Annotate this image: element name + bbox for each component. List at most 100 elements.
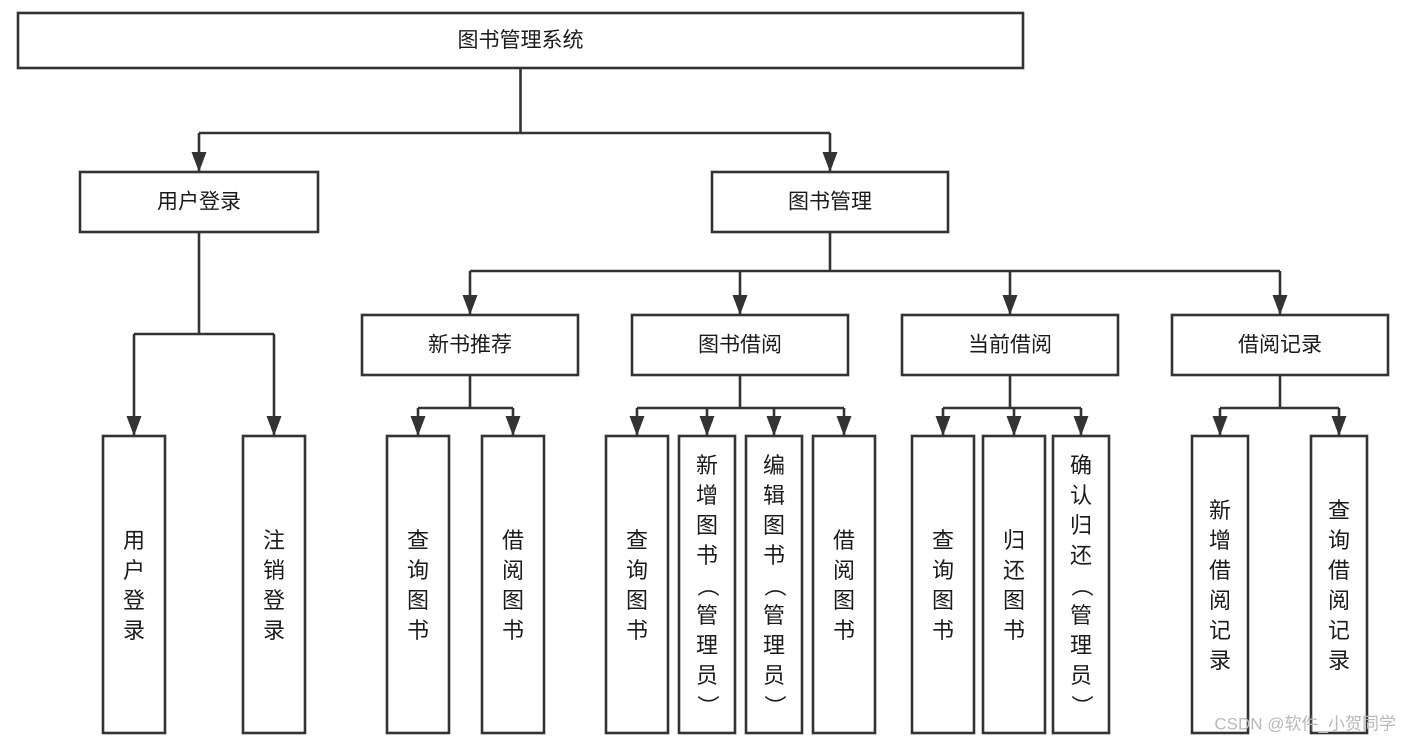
svg-text:辑: 辑 <box>763 483 785 508</box>
svg-text:录: 录 <box>1328 648 1350 673</box>
svg-text:增: 增 <box>1209 528 1231 553</box>
svg-text:）: ） <box>1069 695 1094 717</box>
node-leaf-query-book-borrow-box[interactable] <box>604 434 670 735</box>
node-leaf-user-logout-box[interactable] <box>241 434 307 735</box>
svg-text:）: ） <box>762 695 787 717</box>
svg-text:管: 管 <box>763 603 785 628</box>
book-management-to-level3-branch-2-arrowhead-icon <box>1002 295 1018 315</box>
node-root-label: 图书管理系统 <box>458 29 584 52</box>
svg-text:销: 销 <box>263 558 285 583</box>
svg-text:（: （ <box>762 575 787 597</box>
node-new-book-recommend-label: 新书推荐 <box>428 334 512 357</box>
book-management-to-level3-branch-3-arrowhead-icon <box>1272 295 1288 315</box>
node-book-management-label: 图书管理 <box>788 191 872 214</box>
svg-text:新: 新 <box>1209 498 1231 523</box>
svg-text:理: 理 <box>1070 633 1092 658</box>
svg-text:认: 认 <box>1070 483 1092 508</box>
svg-text:查: 查 <box>407 528 429 553</box>
node-layer: 图书管理系统用户登录图书管理新书推荐图书借阅当前借阅借阅记录用户登录注销登录查询… <box>16 11 1390 735</box>
current-borrow-to-leaves-branch-0-arrowhead-icon <box>935 416 951 436</box>
svg-text:理: 理 <box>696 633 718 658</box>
node-current-borrow-label: 当前借阅 <box>968 334 1052 357</box>
svg-text:归: 归 <box>1003 528 1025 553</box>
node-leaf-user-login-box[interactable] <box>101 434 167 735</box>
svg-text:确: 确 <box>1070 453 1092 478</box>
svg-text:阅: 阅 <box>833 558 855 583</box>
node-leaf-query-book-current-box[interactable] <box>910 434 976 735</box>
borrow-record-to-leaves-branch-1-arrowhead-icon <box>1331 416 1347 436</box>
node-leaf-borrow-book-recommend-box[interactable] <box>480 434 546 735</box>
svg-text:户: 户 <box>123 558 145 583</box>
new-book-recommend-to-leaves-branch-1-arrowhead-icon <box>505 416 521 436</box>
svg-text:员: 员 <box>763 663 785 688</box>
svg-text:图: 图 <box>1003 588 1025 613</box>
node-leaf-query-book-recommend-box[interactable] <box>385 434 451 735</box>
node-leaf-borrow-book-box[interactable] <box>811 434 877 735</box>
svg-text:）: ） <box>695 695 720 717</box>
node-leaf-confirm-return-admin-box[interactable] <box>1051 434 1111 735</box>
book-management-to-level3-branch-0-arrowhead-icon <box>462 295 478 315</box>
svg-text:管: 管 <box>1070 603 1092 628</box>
svg-text:登: 登 <box>263 588 285 613</box>
node-leaf-add-book-admin-box[interactable] <box>677 434 737 735</box>
root-to-level2-branch-1-arrowhead-icon <box>822 152 838 172</box>
current-borrow-to-leaves-branch-1-arrowhead-icon <box>1006 416 1022 436</box>
svg-text:阅: 阅 <box>1328 588 1350 613</box>
svg-text:记: 记 <box>1209 618 1231 643</box>
node-leaf-query-borrow-record-box[interactable] <box>1309 434 1369 735</box>
svg-text:（: （ <box>1069 575 1094 597</box>
book-borrow-to-leaves-branch-3-arrowhead-icon <box>836 416 852 436</box>
book-borrow-to-leaves-branch-1-arrowhead-icon <box>699 416 715 436</box>
svg-text:（: （ <box>695 575 720 597</box>
svg-text:图: 图 <box>932 588 954 613</box>
book-management-to-level3-branch-1-arrowhead-icon <box>732 295 748 315</box>
svg-text:书: 书 <box>407 618 429 643</box>
current-borrow-to-leaves-branch-2-arrowhead-icon <box>1073 416 1089 436</box>
svg-text:查: 查 <box>1328 498 1350 523</box>
svg-text:图: 图 <box>626 588 648 613</box>
node-leaf-user-login-label: 用户登录 <box>123 528 145 643</box>
node-user-login-box[interactable] <box>78 170 320 234</box>
borrow-record-to-leaves-branch-0-arrowhead-icon <box>1212 416 1228 436</box>
svg-text:图: 图 <box>833 588 855 613</box>
svg-text:注: 注 <box>263 528 285 553</box>
svg-text:员: 员 <box>1070 663 1092 688</box>
svg-text:书: 书 <box>696 543 718 568</box>
svg-text:图: 图 <box>502 588 524 613</box>
svg-text:书: 书 <box>833 618 855 643</box>
node-borrow-record-label: 借阅记录 <box>1238 334 1322 357</box>
svg-text:归: 归 <box>1070 513 1092 538</box>
node-root-box[interactable] <box>16 11 1025 70</box>
svg-text:录: 录 <box>123 618 145 643</box>
svg-text:录: 录 <box>263 618 285 643</box>
svg-text:借: 借 <box>502 528 524 553</box>
node-book-management-box[interactable] <box>710 170 950 234</box>
node-new-book-recommend-box[interactable] <box>360 313 580 377</box>
svg-text:登: 登 <box>123 588 145 613</box>
node-borrow-record-box[interactable] <box>1170 313 1390 377</box>
svg-text:借: 借 <box>1328 558 1350 583</box>
svg-text:询: 询 <box>1328 528 1350 553</box>
svg-text:用: 用 <box>123 528 145 553</box>
svg-text:图: 图 <box>763 513 785 538</box>
node-leaf-edit-book-admin-box[interactable] <box>744 434 804 735</box>
node-book-borrow-box[interactable] <box>630 313 850 377</box>
node-current-borrow-box[interactable] <box>900 313 1120 377</box>
svg-text:借: 借 <box>1209 558 1231 583</box>
svg-text:理: 理 <box>763 633 785 658</box>
svg-text:图: 图 <box>407 588 429 613</box>
csdn-watermark: CSDN @软件_小贺同学 <box>1214 714 1396 733</box>
node-leaf-return-book-box[interactable] <box>981 434 1047 735</box>
node-leaf-add-borrow-record-box[interactable] <box>1190 434 1250 735</box>
svg-text:阅: 阅 <box>502 558 524 583</box>
svg-text:新: 新 <box>696 453 718 478</box>
svg-text:书: 书 <box>1003 618 1025 643</box>
svg-text:查: 查 <box>932 528 954 553</box>
svg-text:询: 询 <box>932 558 954 583</box>
